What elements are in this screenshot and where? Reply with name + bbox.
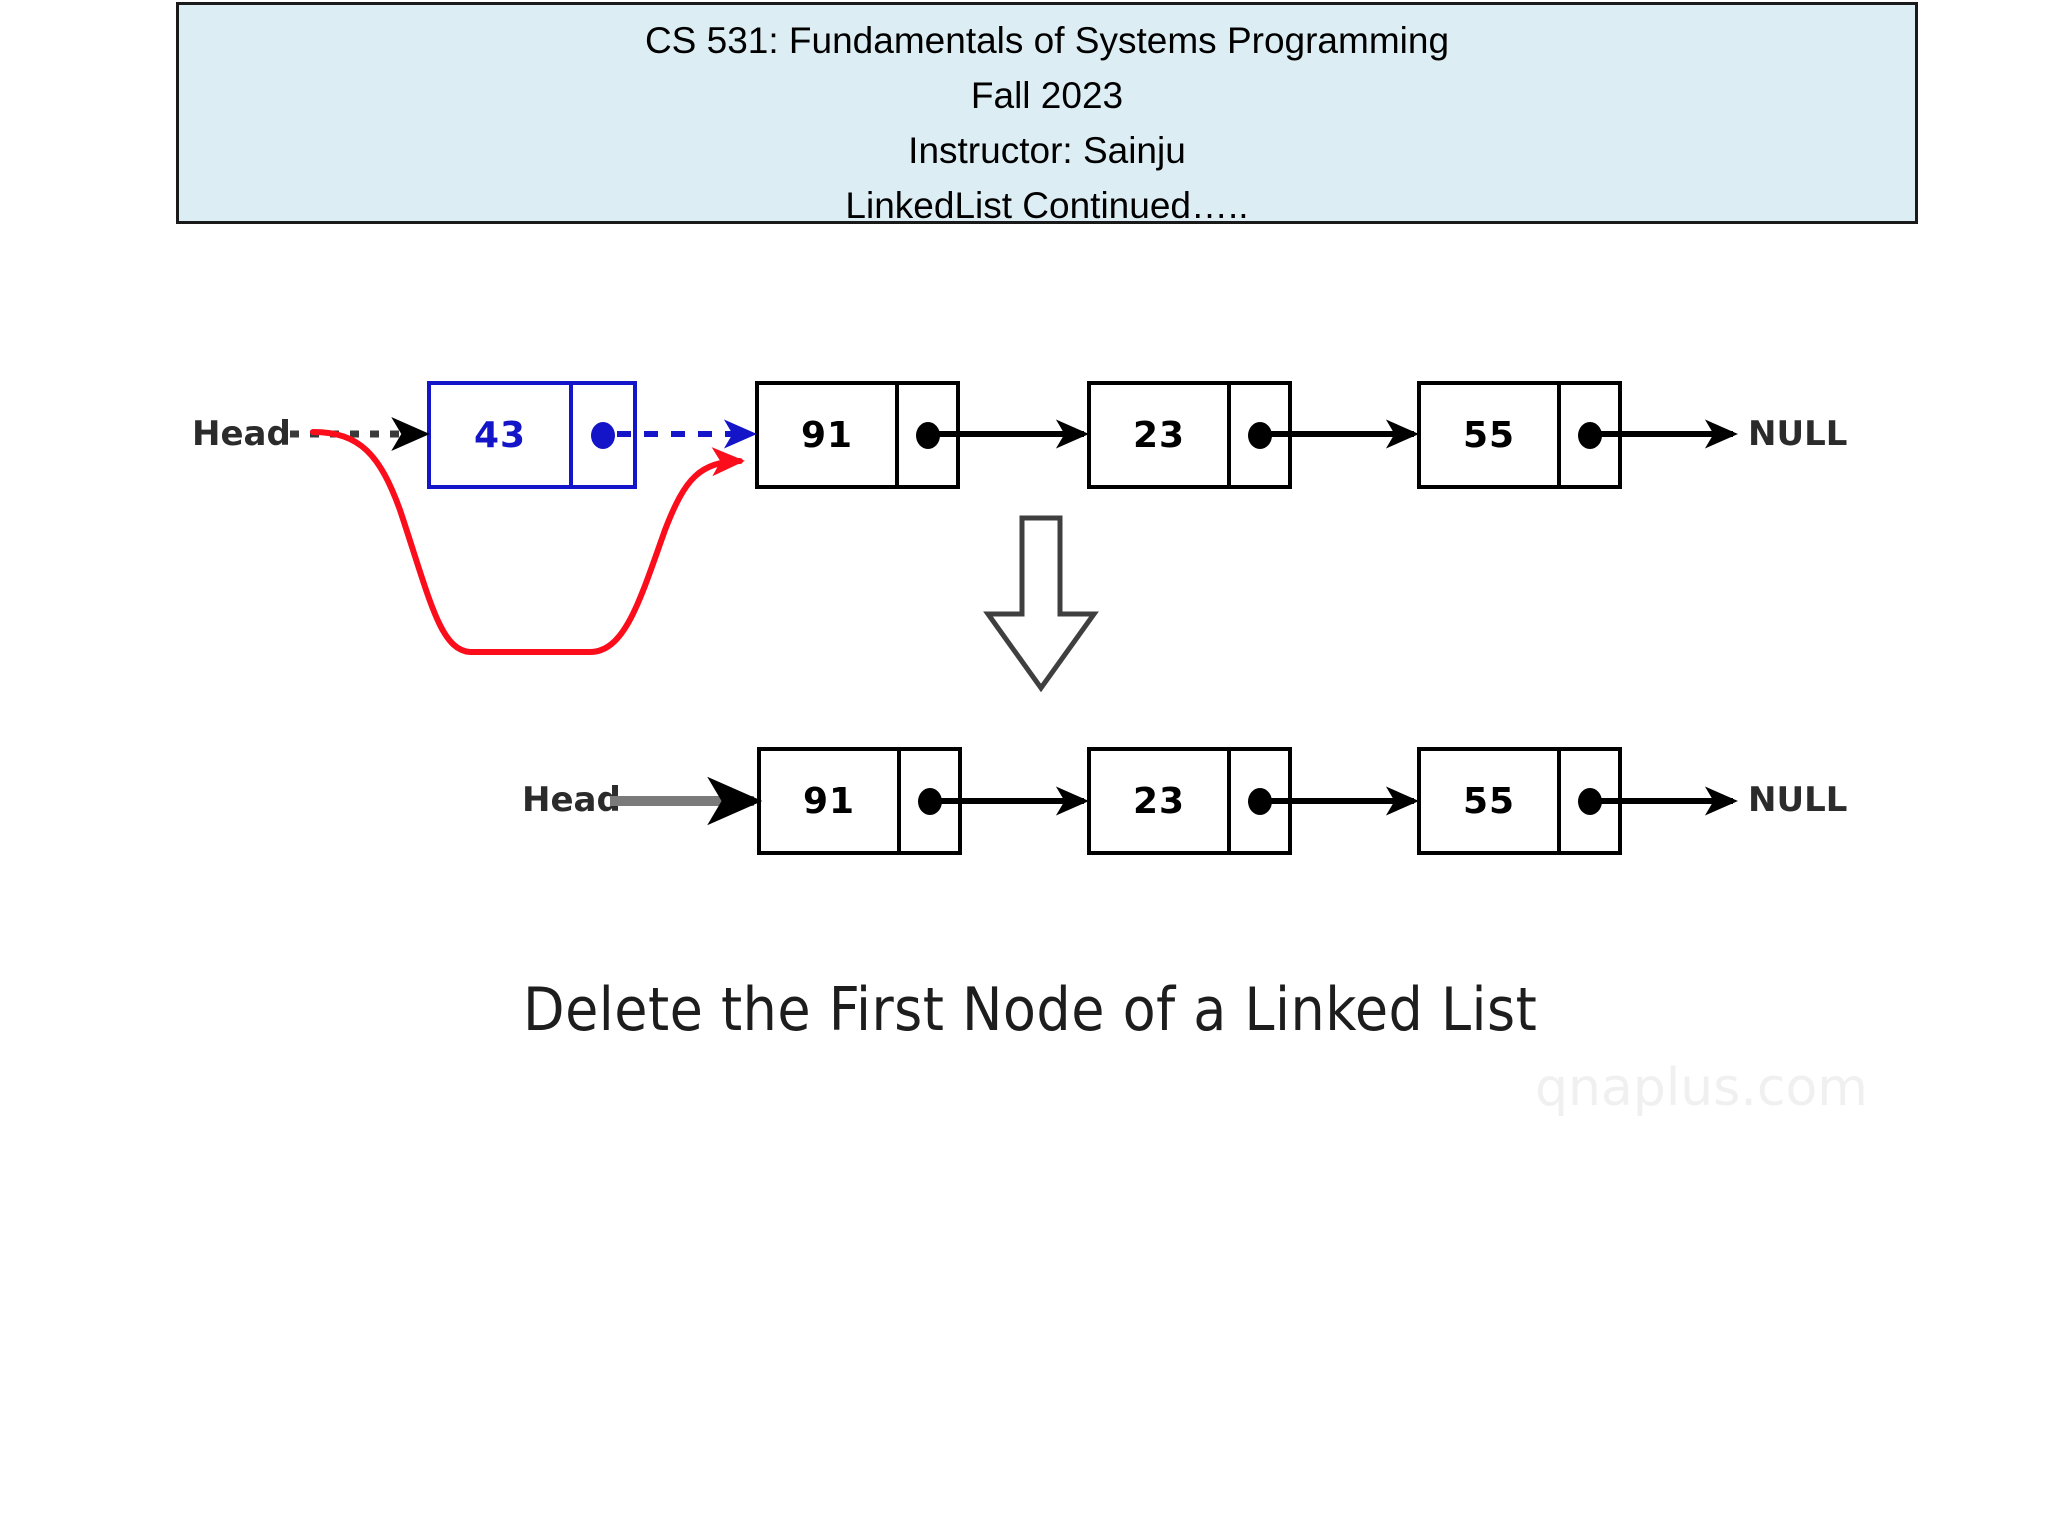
after-node-91-pointer-cell: [901, 751, 958, 851]
pointer-dot-icon: [1247, 787, 1272, 815]
after-node-23-pointer-cell: [1231, 751, 1288, 851]
before-node-91-value: 91: [759, 385, 899, 485]
after-node-23-value: 23: [1091, 751, 1231, 851]
down-block-arrow-icon: [983, 515, 1099, 693]
before-null-label: NULL: [1748, 414, 1848, 454]
before-head-label: Head: [192, 414, 291, 454]
before-node-91-pointer-cell: [899, 385, 956, 485]
before-node-23-pointer-cell: [1231, 385, 1288, 485]
before-node-43: 43: [427, 381, 637, 489]
before-node-23: 23: [1087, 381, 1292, 489]
pointer-dot-icon: [917, 787, 942, 815]
pointer-dot-icon: [1577, 421, 1602, 449]
title-line-instructor: Instructor: Sainju: [908, 130, 1186, 171]
before-node-55-pointer-cell: [1561, 385, 1618, 485]
slide-title-box: CS 531: Fundamentals of Systems Programm…: [176, 2, 1918, 226]
pointer-dot-icon: [915, 421, 940, 449]
after-node-55: 55: [1417, 747, 1622, 855]
after-node-55-pointer-cell: [1561, 751, 1618, 851]
after-null-label: NULL: [1748, 780, 1848, 820]
before-node-43-value: 43: [431, 385, 573, 485]
pointer-dot-icon: [1577, 787, 1602, 815]
pointer-dot-icon: [1247, 421, 1272, 449]
after-node-91-value: 91: [761, 751, 901, 851]
pointer-dot-icon: [591, 421, 615, 449]
title-line-course: CS 531: Fundamentals of Systems Programm…: [644, 20, 1450, 61]
after-head-label: Head: [522, 780, 621, 820]
before-node-55: 55: [1417, 381, 1622, 489]
before-node-91: 91: [755, 381, 960, 489]
title-line-term: Fall 2023: [970, 75, 1124, 116]
after-node-55-value: 55: [1421, 751, 1561, 851]
before-node-43-pointer-cell: [573, 385, 633, 485]
before-node-23-value: 23: [1091, 385, 1231, 485]
after-node-23: 23: [1087, 747, 1292, 855]
after-node-91: 91: [757, 747, 962, 855]
before-node-55-value: 55: [1421, 385, 1561, 485]
watermark-qnaplus: qnaplus.com: [1535, 1058, 1868, 1118]
title-line-topic: LinkedList Continued…..: [845, 185, 1249, 226]
diagram-caption: Delete the First Node of a Linked List: [523, 975, 1538, 1045]
